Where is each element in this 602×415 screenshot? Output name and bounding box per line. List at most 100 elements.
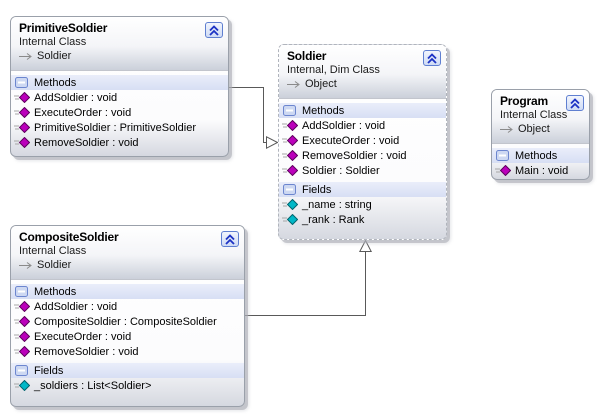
base-type-row: Object — [500, 122, 583, 136]
member-row[interactable]: ExecuteOrder : void — [11, 105, 228, 120]
field-icon — [14, 380, 30, 391]
base-type-row: Soldier — [19, 258, 238, 272]
base-type-arrow-icon — [500, 125, 513, 133]
collapse-chevron-button[interactable] — [221, 231, 239, 247]
section-header-methods[interactable]: Methods — [279, 103, 446, 118]
member-row[interactable]: Soldier : Soldier — [279, 163, 446, 178]
inheritance-connector-primitive-to-soldier[interactable] — [229, 87, 279, 150]
section-label: Methods — [302, 104, 345, 117]
method-icon — [14, 346, 30, 357]
member-label: AddSoldier : void — [34, 91, 118, 104]
method-icon — [14, 122, 30, 133]
class-modifier-label: Internal, Dim Class — [287, 64, 380, 76]
member-label: AddSoldier : void — [302, 119, 386, 132]
class-title: Soldier — [287, 49, 327, 63]
member-row[interactable]: PrimitiveSoldier : PrimitiveSoldier — [11, 120, 228, 135]
section-label: Fields — [302, 183, 332, 196]
member-label: CompositeSoldier : CompositeSoldier — [34, 315, 217, 328]
method-icon — [14, 107, 30, 118]
section-header-methods[interactable]: Methods — [492, 148, 589, 163]
collapse-minus-icon[interactable] — [496, 150, 509, 161]
class-box-compositesoldier[interactable]: CompositeSoldier Internal Class Soldier … — [10, 225, 245, 407]
class-box-soldier[interactable]: Soldier Internal, Dim Class Object Metho… — [278, 44, 447, 240]
class-box-primitivesoldier[interactable]: PrimitiveSoldier Internal Class Soldier … — [10, 16, 229, 157]
method-icon — [14, 331, 30, 342]
class-modifier-label: Internal Class — [19, 36, 87, 48]
base-type-row: Soldier — [19, 49, 222, 63]
base-type-arrow-icon — [19, 52, 32, 60]
collapse-minus-icon[interactable] — [15, 286, 28, 297]
member-label: PrimitiveSoldier : PrimitiveSoldier — [34, 121, 196, 134]
class-header: Soldier Internal, Dim Class Object — [279, 45, 446, 99]
field-icon — [282, 199, 298, 210]
class-header: PrimitiveSoldier Internal Class Soldier — [11, 17, 228, 71]
method-icon — [282, 150, 298, 161]
member-row[interactable]: ExecuteOrder : void — [11, 329, 244, 344]
member-row[interactable]: CompositeSoldier : CompositeSoldier — [11, 314, 244, 329]
method-icon — [282, 165, 298, 176]
base-type-arrow-icon — [287, 80, 300, 88]
chevron-up-icon — [225, 233, 235, 245]
class-modifier-label: Internal Class — [19, 245, 87, 257]
collapse-chevron-button[interactable] — [205, 22, 223, 38]
class-header: CompositeSoldier Internal Class Soldier — [11, 226, 244, 280]
member-row[interactable]: _name : string — [279, 197, 446, 212]
collapse-chevron-button[interactable] — [423, 50, 441, 66]
section-header-methods[interactable]: Methods — [11, 75, 228, 90]
class-box-program[interactable]: Program Internal Class Object Methods Ma… — [491, 89, 590, 180]
member-row[interactable]: RemoveSoldier : void — [279, 148, 446, 163]
section-label: Methods — [515, 149, 558, 162]
section-header-fields[interactable]: Fields — [11, 363, 244, 378]
collapse-chevron-button[interactable] — [566, 95, 584, 111]
chevron-up-icon — [209, 24, 219, 36]
base-type-label: Soldier — [37, 50, 72, 62]
member-row[interactable]: _soldiers : List<Soldier> — [11, 378, 244, 393]
collapse-minus-icon[interactable] — [283, 105, 296, 116]
method-icon — [14, 316, 30, 327]
method-icon — [495, 165, 511, 176]
member-row[interactable]: AddSoldier : void — [11, 299, 244, 314]
member-label: _name : string — [302, 198, 372, 211]
section-label: Methods — [34, 76, 77, 89]
member-label: _rank : Rank — [302, 213, 365, 226]
class-modifier-label: Internal Class — [500, 109, 568, 121]
member-row[interactable]: ExecuteOrder : void — [279, 133, 446, 148]
base-type-row: Object — [287, 77, 440, 91]
chevron-up-icon — [427, 52, 437, 64]
member-row[interactable]: _rank : Rank — [279, 212, 446, 227]
member-label: Main : void — [515, 164, 569, 177]
member-label: ExecuteOrder : void — [34, 106, 132, 119]
class-title: CompositeSoldier — [19, 230, 119, 244]
section-header-methods[interactable]: Methods — [11, 284, 244, 299]
member-row[interactable]: AddSoldier : void — [11, 90, 228, 105]
section-header-fields[interactable]: Fields — [279, 182, 446, 197]
class-header: Program Internal Class Object — [492, 90, 589, 144]
member-label: ExecuteOrder : void — [34, 330, 132, 343]
field-icon — [282, 214, 298, 225]
section-label: Methods — [34, 285, 77, 298]
member-label: ExecuteOrder : void — [302, 134, 400, 147]
collapse-minus-icon[interactable] — [283, 184, 296, 195]
class-title: PrimitiveSoldier — [19, 21, 108, 35]
method-icon — [14, 301, 30, 312]
method-icon — [14, 92, 30, 103]
section-label: Fields — [34, 364, 64, 377]
member-row[interactable]: Main : void — [492, 163, 589, 178]
member-row[interactable]: RemoveSoldier : void — [11, 344, 244, 359]
inheritance-connector-composite-to-soldier[interactable] — [244, 239, 373, 316]
inheritance-arrowhead — [358, 239, 373, 252]
collapse-minus-icon[interactable] — [15, 77, 28, 88]
method-icon — [282, 135, 298, 146]
member-label: RemoveSoldier : void — [34, 345, 139, 358]
inheritance-arrowhead — [266, 135, 279, 150]
member-label: AddSoldier : void — [34, 300, 118, 313]
member-row[interactable]: AddSoldier : void — [279, 118, 446, 133]
member-label: RemoveSoldier : void — [302, 149, 407, 162]
member-row[interactable]: RemoveSoldier : void — [11, 135, 228, 150]
chevron-up-icon — [570, 97, 580, 109]
base-type-label: Object — [305, 78, 337, 90]
collapse-minus-icon[interactable] — [15, 365, 28, 376]
base-type-arrow-icon — [19, 261, 32, 269]
base-type-label: Object — [518, 123, 550, 135]
